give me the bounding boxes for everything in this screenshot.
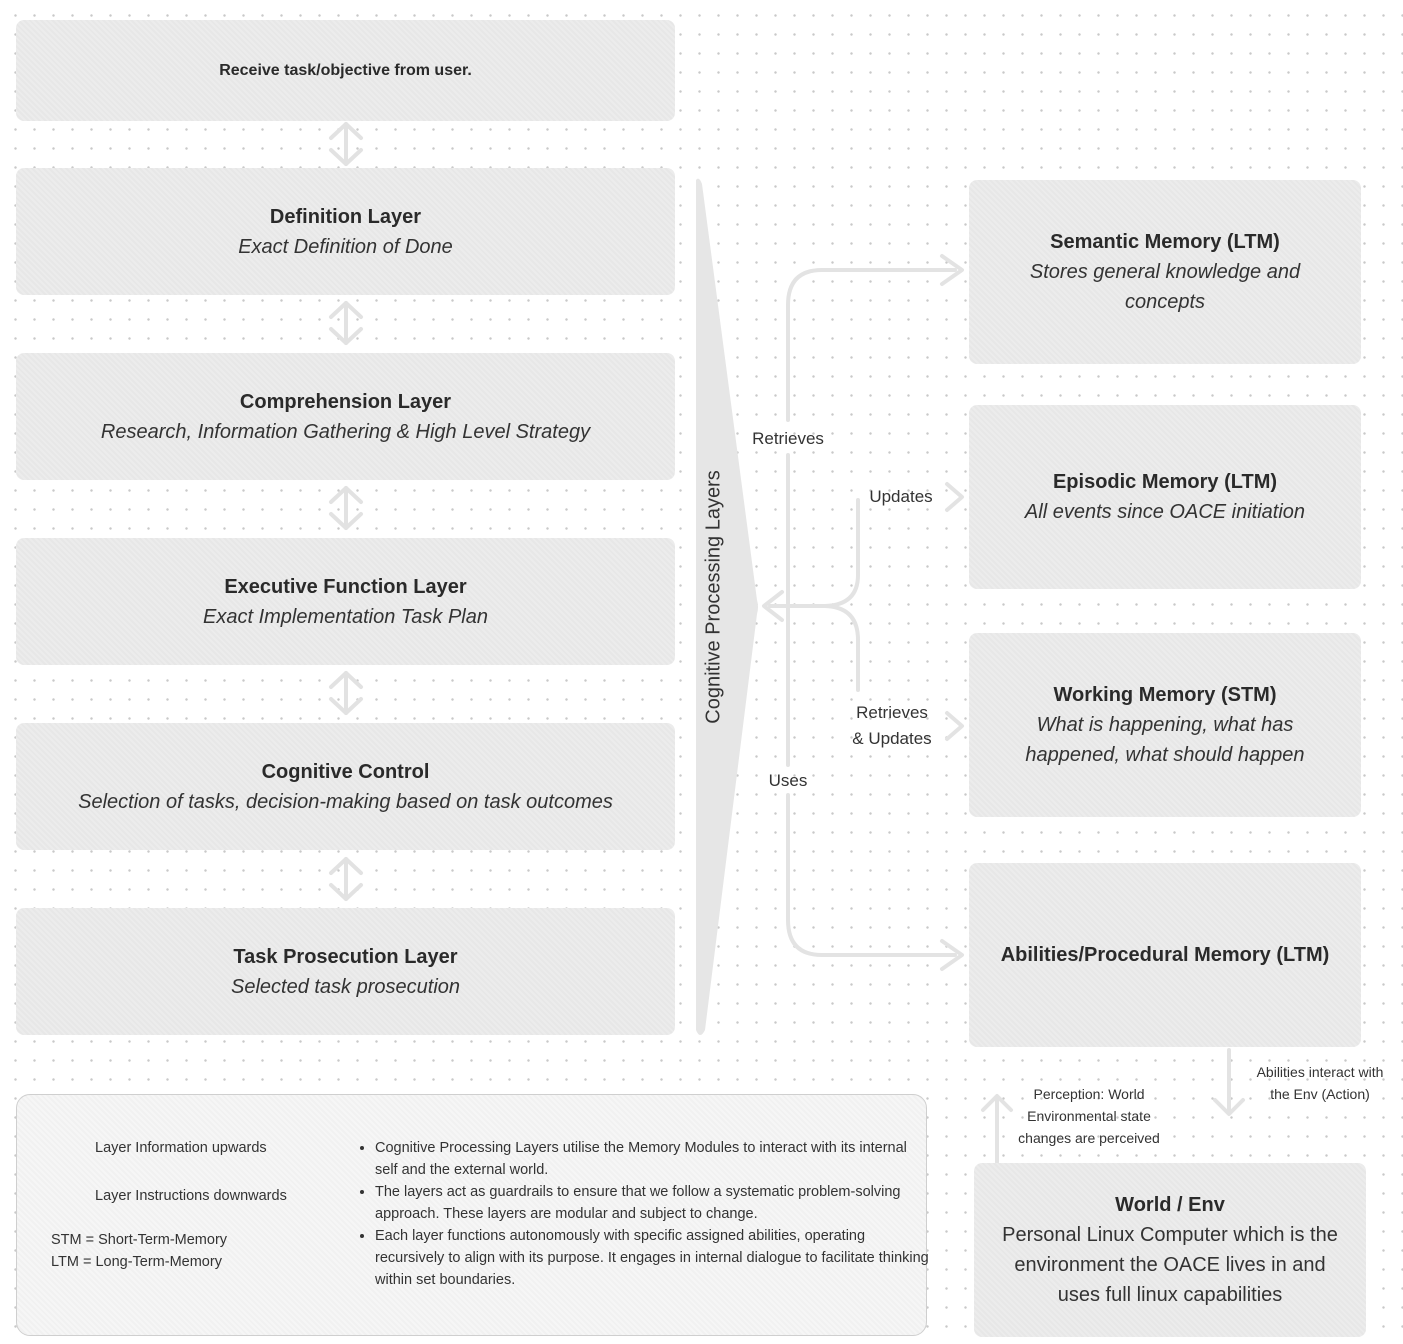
- layer-title: Cognitive Control: [261, 760, 430, 783]
- layer-subtitle: Exact Definition of Done: [238, 235, 453, 258]
- perception-line-3: changes are perceived: [1018, 1130, 1160, 1146]
- layer-subtitle: Research, Information Gathering & High L…: [100, 420, 591, 443]
- perception-line-1: Perception: World: [1033, 1086, 1145, 1102]
- retrieves-updates-line-2: & Updates: [852, 729, 932, 748]
- layer-subtitle: Exact Implementation Task Plan: [203, 605, 488, 628]
- processing-arrow-shape: [696, 178, 758, 1035]
- layer-arrow-1: [329, 122, 363, 166]
- memory-subtitle: All events since OACE initiation: [1024, 501, 1306, 523]
- legend-downwards: Layer Instructions downwards: [95, 1188, 287, 1204]
- layer-title: Definition Layer: [269, 205, 422, 228]
- legend-upwards: Layer Information upwards: [95, 1140, 267, 1156]
- episodic-memory-box: Episodic Memory (LTM) All events since O…: [969, 405, 1361, 589]
- layer-arrow-4: [329, 671, 363, 715]
- trunk-line: [786, 268, 957, 307]
- semantic-memory-box: Semantic Memory (LTM) Stores general kno…: [969, 180, 1361, 364]
- processing-layers-label: Cognitive Processing Layers: [702, 470, 725, 724]
- legend-note: Each layer functions autonomously with s…: [375, 1225, 930, 1291]
- action-line-2: the Env (Action): [1270, 1086, 1370, 1102]
- layer-arrow-3: [329, 486, 363, 530]
- layer-subtitle: Selection of tasks, decision-making base…: [78, 790, 613, 813]
- memory-title: Episodic Memory (LTM): [1052, 471, 1278, 493]
- action-line-1: Abilities interact with: [1256, 1064, 1384, 1080]
- world-subtitle: Personal Linux Computer which is the env…: [1002, 1224, 1338, 1306]
- arrow-head-working: [945, 711, 964, 741]
- legend-note: The layers act as guardrails to ensure t…: [375, 1181, 930, 1225]
- cognitive-control-box: Cognitive Control Selection of tasks, de…: [16, 723, 675, 850]
- receive-task-label: Receive task/objective from user.: [219, 61, 472, 79]
- uses-label: Uses: [768, 771, 808, 790]
- retrieves-label: Retrieves: [752, 429, 824, 448]
- layer-title: Comprehension Layer: [239, 390, 452, 413]
- arrow-head-perception: [981, 1094, 1013, 1112]
- memory-title: Abilities/Procedural Memory (LTM): [1000, 944, 1330, 966]
- legend-ltm: LTM = Long-Term-Memory: [51, 1254, 222, 1270]
- executive-function-layer-box: Executive Function Layer Exact Implement…: [16, 538, 675, 665]
- action-label: Abilities interact with the Env (Action): [1240, 1061, 1400, 1105]
- legend-box: Layer Information upwards Layer Instruct…: [16, 1094, 930, 1336]
- arrow-head-semantic: [940, 254, 964, 286]
- retrieves-updates-label: Retrieves & Updates: [840, 700, 944, 752]
- perception-line-2: Environmental state: [1027, 1108, 1151, 1124]
- arrow-head-episodic: [945, 482, 964, 512]
- retrieves-updates-line-1: Retrieves: [856, 703, 928, 722]
- perception-label: Perception: World Environmental state ch…: [1003, 1083, 1175, 1149]
- arrow-head-left: [762, 590, 784, 622]
- working-memory-box: Working Memory (STM) What is happening, …: [969, 633, 1361, 817]
- memory-subtitle: What is happening, what has happened, wh…: [1025, 714, 1305, 766]
- legend-notes: Cognitive Processing Layers utilise the …: [357, 1137, 930, 1291]
- updates-label: Updates: [869, 487, 933, 506]
- world-title: World / Env: [1115, 1194, 1225, 1216]
- layer-title: Task Prosecution Layer: [233, 945, 458, 968]
- memory-title: Semantic Memory (LTM): [1050, 231, 1280, 253]
- procedural-memory-box: Abilities/Procedural Memory (LTM): [969, 863, 1361, 1047]
- legend-stm: STM = Short-Term-Memory: [51, 1232, 228, 1248]
- receive-task-box: Receive task/objective from user.: [16, 20, 675, 121]
- layer-subtitle: Selected task prosecution: [230, 975, 461, 998]
- legend-note: Cognitive Processing Layers utilise the …: [375, 1137, 930, 1181]
- comprehension-layer-box: Comprehension Layer Research, Informatio…: [16, 353, 675, 480]
- task-prosecution-layer-box: Task Prosecution Layer Selected task pro…: [16, 908, 675, 1035]
- arrow-head-action: [1213, 1098, 1245, 1116]
- memory-title: Working Memory (STM): [1053, 684, 1277, 706]
- memory-subtitle: Stores general knowledge and concepts: [1029, 261, 1301, 313]
- layer-title: Executive Function Layer: [224, 575, 467, 598]
- layer-arrow-5: [329, 857, 363, 901]
- arrow-head-abilities: [940, 939, 964, 971]
- definition-layer-box: Definition Layer Exact Definition of Don…: [16, 168, 675, 295]
- layer-arrow-2: [329, 301, 363, 345]
- world-env-box: World / Env Personal Linux Computer whic…: [974, 1163, 1366, 1337]
